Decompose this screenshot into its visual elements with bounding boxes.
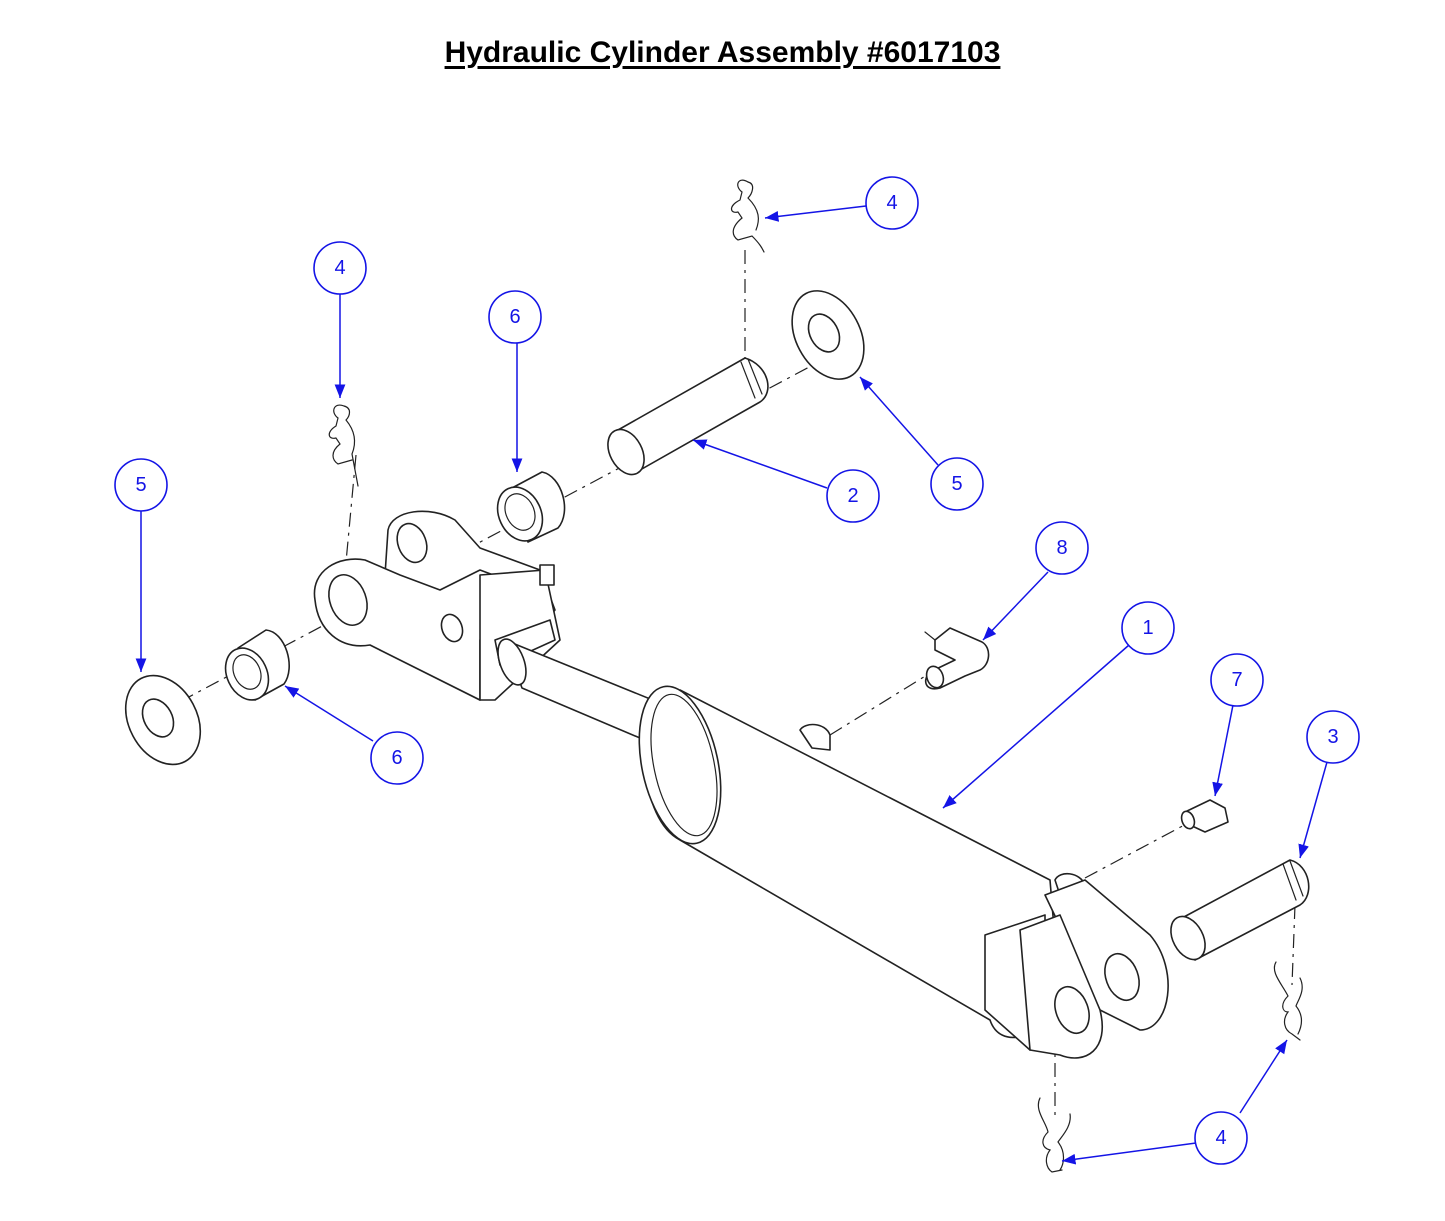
callout-4-top-right: 4 [865,176,919,230]
callout-label: 4 [1215,1127,1226,1149]
callout-1: 1 [1121,601,1175,655]
callout-5-left: 5 [114,458,168,512]
callout-label: 4 [334,257,345,279]
callout-label: 6 [391,747,402,769]
diagram-title: Hydraulic Cylinder Assembly #6017103 [444,36,1001,69]
callout-circle [865,176,919,230]
elbow-fitting [924,627,990,690]
callout-4-top-left: 4 [313,241,367,295]
washer-upper-right [791,290,865,380]
callout-label: 1 [1142,617,1153,639]
callout-circle [114,458,168,512]
callout-label: 3 [1327,726,1338,748]
callout-6-top: 6 [488,290,542,344]
callout-balloons: 4 4 6 5 2 5 8 1 7 3 6 4 [114,176,1360,1165]
callout-circle [826,469,880,523]
callout-label: 8 [1056,537,1067,559]
hairpin-clip-top-left [328,404,359,487]
callout-circle [1121,601,1175,655]
bushing-top [496,471,566,543]
barrel-end-clevis [984,879,1169,1059]
callout-circle [1306,710,1360,764]
callout-label: 7 [1231,669,1242,691]
callout-2: 2 [826,469,880,523]
callout-label: 2 [847,485,858,507]
pin-lower [1170,859,1310,961]
callout-circle [1194,1111,1248,1165]
callout-5-right: 5 [930,457,984,511]
callout-7: 7 [1210,653,1264,707]
callout-4-bottom: 4 [1194,1111,1248,1165]
washer-left [124,674,202,766]
bushing-left [224,629,290,701]
callout-circle [488,290,542,344]
cylinder-barrel [638,685,1086,1039]
callout-3: 3 [1306,710,1360,764]
pin-upper [607,357,769,476]
callout-circle [370,731,424,785]
callout-circle [930,457,984,511]
leader-lines [135,205,1328,1165]
plug-fitting [1180,799,1229,833]
callout-label: 4 [886,192,897,214]
callout-circle [313,241,367,295]
callout-circle [1210,653,1264,707]
hairpin-clip-bottom-right [1273,961,1303,1041]
callout-label: 5 [951,473,962,495]
callout-label: 6 [509,306,520,328]
callout-8: 8 [1035,521,1089,575]
callout-circle [1035,521,1089,575]
callout-6-bottom: 6 [370,731,424,785]
hairpin-clip-top-right [730,179,765,253]
callout-label: 5 [135,474,146,496]
